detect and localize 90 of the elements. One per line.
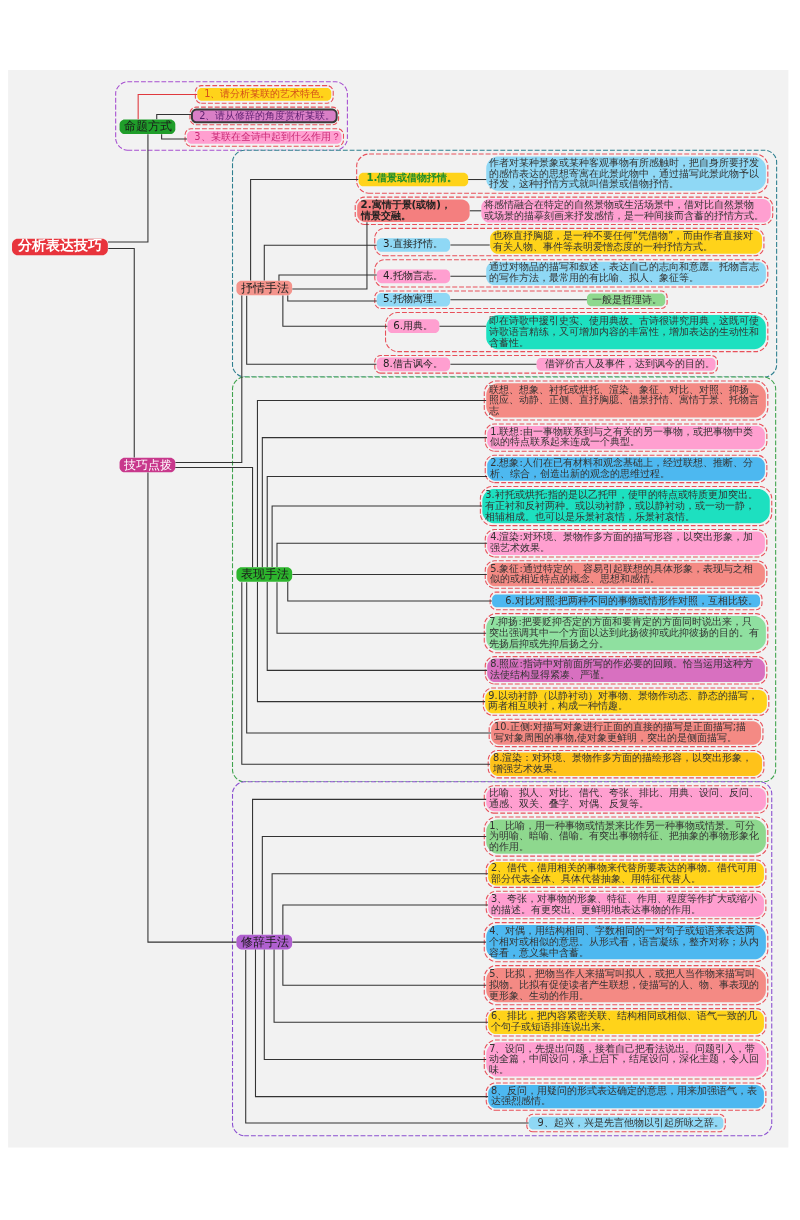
- cluster: [231, 375, 777, 782]
- connector: [276, 542, 488, 567]
- node-box: 修辞手法: [236, 934, 293, 949]
- node-box: 将感情融合在特定的自然景物或生活场景中，借对比自然景物或场景的描摹刻画来抒发感情，是一种间接而含蓄的抒情方式。: [481, 198, 771, 223]
- connector: [291, 221, 368, 290]
- connector: [266, 581, 488, 671]
- node-box: 借评价古人及事件，达到讽今的目的。: [536, 357, 716, 371]
- node-box: 8.渲染：对环境、景物作多方面的描绘形容，以突出形象，增强艺术效果。: [490, 751, 762, 776]
- connector: [266, 475, 488, 568]
- node-box: 通过对物品的描写和叙述，表达自己的志向和意愿。托物言志的写作方法，最常用的有比喻、拟人、象征等。: [486, 261, 766, 285]
- node-box: 8.借古讽今。: [376, 356, 451, 371]
- node-box: 技巧点拨: [119, 457, 176, 472]
- connector: [291, 941, 487, 943]
- node-box: 1.联想:由一事物联系到与之有关的另一事物，或把事物中类似的特点联系起来连成一个典型。: [487, 425, 765, 449]
- node-box: 7.抑扬:把要贬抑否定的方面和要肯定的方面同时说出来，只突出强调其中一个方面以达到此扬彼抑或此抑彼扬的目的。有先扬后抑或先抑后扬之分。: [486, 615, 766, 650]
- connector: [246, 581, 492, 733]
- connector: [449, 275, 487, 277]
- node-box: 1.借景或借物抒情。: [358, 172, 469, 186]
- node-box: 5.象征:通过特定的、容易引起联想的具体形象，表现与之相似的或相近特点的概念、思想和感情。: [487, 562, 765, 586]
- connector: [469, 209, 482, 211]
- connector: [467, 178, 487, 180]
- connector: [256, 399, 487, 568]
- node-box: 命题方式: [119, 118, 176, 134]
- connector: [263, 244, 378, 281]
- node-box: 4.托物言志。: [376, 268, 451, 283]
- connector: [261, 436, 488, 568]
- node-box: 4.渲染:对环境、景物作多方面的描写形容，以突出形象，加强艺术效果。: [487, 531, 765, 555]
- connector: [282, 294, 388, 327]
- node-box: 6.用典。: [387, 318, 440, 333]
- node-box: 2.寓情于景(或物)，情景交融。: [357, 199, 470, 222]
- connector: [273, 948, 489, 1023]
- node-box: 联想、想象、衬托或烘托、渲染、象征、对比、对照、抑扬、照应、动静、正侧、直抒胸臆、借景抒情、寓情于景、托物言志: [486, 382, 766, 418]
- connector: [252, 798, 487, 935]
- node-box: 比喻、拟人、对比、借代、夸张、排比、用典、设问、反问、通感、双关、叠字、对偶、反复等。: [486, 787, 766, 811]
- node-box: 3、某联在全诗中起到什么作用？: [187, 130, 342, 144]
- connector: [161, 133, 188, 139]
- node-box: 6、排比，把内容紧密关联、结构相同或相似、语气一致的几个句子或短语排连说出来。: [488, 1010, 764, 1034]
- node-box: 4、对偶，用结构相同、字数相同的一对句子或短语来表达两个相对或相似的意思。从形式看，语言凝练，整齐对称；从内容看，意义集中含蓄。: [486, 924, 766, 959]
- node-box: 3.衬托或烘托:指的是以乙托甲，使甲的特点或特质更加突出。有正衬和反衬两种。或以动衬静，或以静衬动，或一动一静，相辅相成。也可以是乐景衬哀情，乐景衬哀情。: [482, 488, 770, 523]
- node-box: 一般是哲理诗。: [586, 292, 666, 306]
- node-box: 2.想象:人们在已有材料和观念基础上，经过联想、推断、分析、综合，创造出新的观念的思维过程。: [487, 456, 765, 481]
- node-box: 5、比拟，把物当作人来描写叫拟人，或把人当作物来描写叫拟物。比拟有促使读者产生联想，使描写的人、物、事表现的更形象、生动的作用。: [486, 967, 766, 1002]
- node-box: 3、夸张，对事物的形象、特征、作用、程度等作扩大或缩小的描述。有更突出、更鲜明地表达事物的作用。: [488, 892, 764, 917]
- connector: [261, 835, 487, 935]
- connector: [245, 948, 530, 1124]
- node-box: 10.正侧:对描写对象进行正面的直接的描写是正面描写;描写对象周围的事物,使对象更鲜明，突出的是侧面描写。: [491, 720, 761, 745]
- node-box: 9.以动衬静（以静衬动）对事物、景物作动态、静态的描写，两者相互映衬，构成一种情趣。: [485, 689, 767, 713]
- cluster: [231, 780, 773, 1136]
- connector: [276, 581, 487, 634]
- node-box: 1、请分析某联的艺术特色。: [197, 87, 332, 101]
- connector: [174, 294, 243, 463]
- connector: [254, 948, 489, 1097]
- connector: [241, 581, 491, 765]
- connector: [271, 872, 489, 935]
- connector: [107, 247, 135, 458]
- node-box: 5.托物寓理。: [376, 292, 451, 307]
- connector: [291, 573, 488, 575]
- connector: [438, 325, 487, 327]
- connector: [156, 113, 193, 120]
- node-box: 1、比喻，用一种事物或情景来比作另一种事物或情景。可分为明喻、暗喻、借喻。有突出事物特征、把抽象的事物形象化的作用。: [486, 818, 766, 854]
- node-box: 6.对比对照:把两种不同的事物或情形作对照，互相比较。: [492, 594, 760, 607]
- node-box: 表现手法: [236, 566, 293, 582]
- connector: [250, 178, 359, 281]
- node-box: 7、设问，先提出问题，接着自己把看法说出。问题引入，带动全篇，中间设问，承上启下，结尾设问，深化主题，令人回味。: [486, 1041, 766, 1077]
- connector: [449, 298, 588, 300]
- connector: [246, 294, 377, 365]
- node-box: 3.直接抒情。: [376, 237, 451, 252]
- connector: [271, 505, 483, 567]
- connector: [287, 294, 378, 302]
- connector: [282, 948, 487, 986]
- connector: [137, 93, 198, 120]
- node-box: 9、起兴，兴是先言他物以引起所咏之辞。: [528, 1116, 724, 1129]
- node-box: 8、反问，用疑问的形式表达确定的意思，用来加强语气，表达强烈感情。: [488, 1084, 764, 1108]
- connector: [282, 903, 489, 935]
- node-box: 分析表达技巧: [12, 238, 108, 255]
- node-box: 8.照应:指诗中对前面所写的作必要的回顾。恰当运用这种方法使结构显得紧凑、严谨。: [487, 658, 765, 682]
- connector: [287, 580, 493, 601]
- node-box: 抒情手法: [236, 280, 293, 295]
- node-box: 也称直抒胸臆，是一种不要任何“凭借物”，而由作者直接对有关人物、事件等表明爱憎态度的一种抒情方式。: [490, 229, 762, 254]
- connector: [147, 471, 237, 943]
- node-box: 2、借代，借用相关的事物来代替所要表达的事物。借代可用部分代表全体、具体代替抽象、用特征代替人。: [488, 861, 764, 885]
- connector: [263, 948, 487, 1060]
- node-box: 即在诗歌中援引史实、使用典故。古诗很讲究用典，这既可使诗歌语言精练，又可增加内容的丰富性，增加表达的生动性和含蓄性。: [486, 314, 766, 349]
- node-box: 作者对某种景象或某种客观事物有所感触时，把自身所要抒发的感情表达的思想寄寓在此景此物中，通过描写此景此物予以抒发，这种抒情方式就叫借景或借物抒情。: [486, 156, 766, 191]
- connector: [256, 581, 486, 702]
- connector: [449, 363, 537, 365]
- cluster: [231, 149, 778, 378]
- connector: [107, 133, 149, 242]
- connector: [174, 466, 254, 568]
- connector: [278, 274, 378, 281]
